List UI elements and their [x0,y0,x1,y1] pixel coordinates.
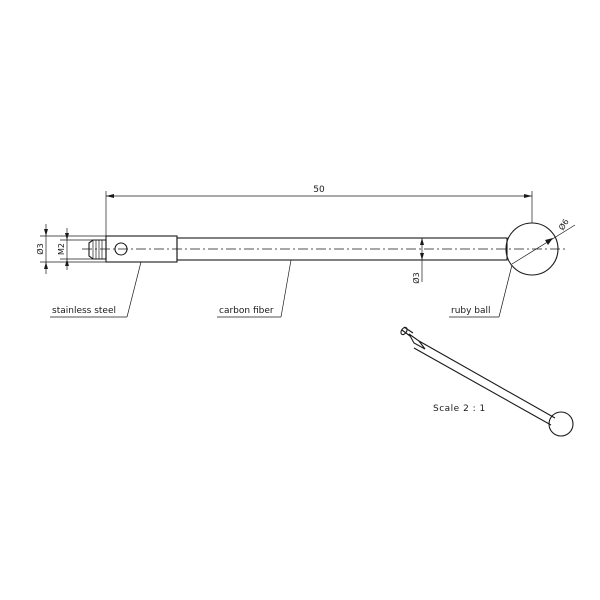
diameter-left-label: Ø3 [35,243,45,254]
label-stainless-steel: stainless steel [52,306,116,316]
label-ruby-ball: ruby ball [451,306,491,316]
leader-ruby-ball: ruby ball [449,264,513,318]
length-dimension: 50 [105,185,533,236]
ball-diameter-label: Ø6 [556,217,571,232]
scale-label: Scale 2 : 1 [433,404,486,414]
leader-stainless-steel: stainless steel [50,261,142,318]
length-value: 50 [313,185,325,195]
thread-tip [88,239,107,260]
shaft-diameter-dimension: Ø3 [411,238,424,284]
ball-diameter-dimension: Ø6 [511,217,576,265]
thread-label: M2 [57,243,66,255]
stylus-isometric-view [400,326,574,437]
label-carbon-fiber: carbon fiber [219,306,274,316]
leader-carbon-fiber: carbon fiber [217,259,292,318]
diameter-right-label: Ø3 [411,272,421,283]
iso-ruby-ball [548,411,574,437]
stylus-side-view [82,222,566,276]
left-dimensions: Ø3 M2 [35,224,106,274]
